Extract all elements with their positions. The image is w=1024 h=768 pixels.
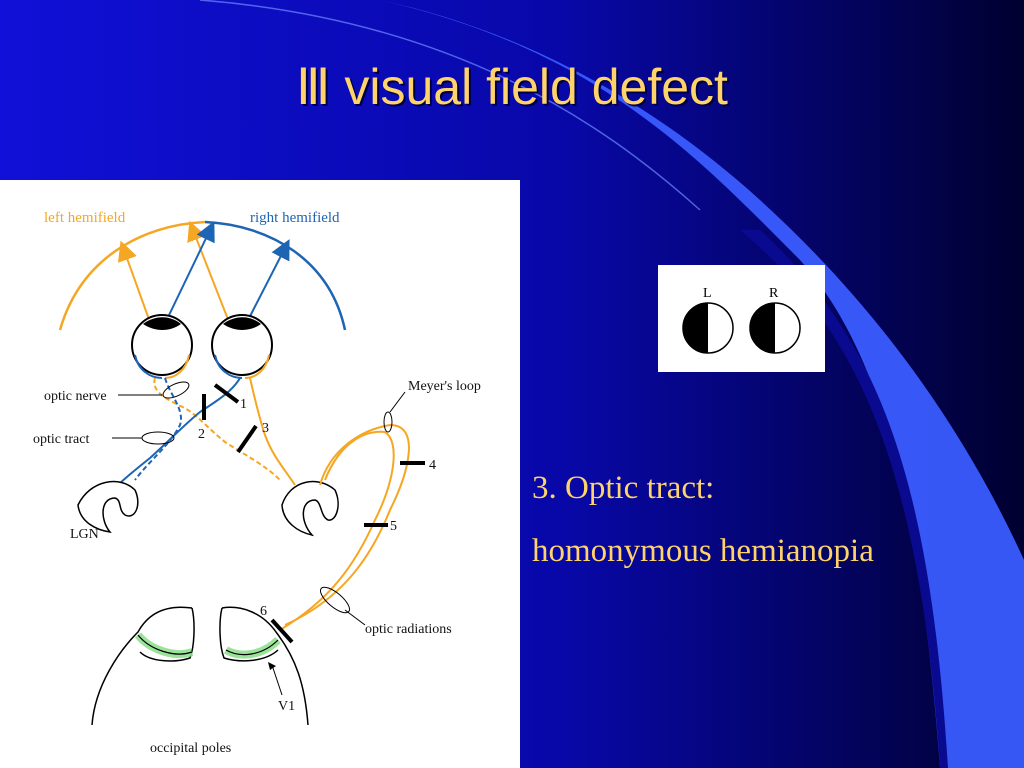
right-eye-temporal-fibers: [249, 377, 296, 486]
lesion-3-marker: [236, 424, 258, 454]
optic-nerve-marker: [162, 381, 190, 399]
v1-label: V1: [278, 699, 295, 714]
meyers-loop-label: Meyer's loop: [408, 379, 481, 394]
left-lgn-shape: [77, 480, 139, 534]
left-hemifield-label: left hemifield: [44, 210, 126, 226]
meyers-loop-marker: [383, 411, 393, 433]
lesion-3-label: 3: [262, 421, 269, 436]
lesion-5-label: 5: [390, 519, 397, 534]
left-calcarine-sulcus: [139, 607, 195, 662]
left-eye-globe: [131, 314, 193, 379]
lesion-6-marker: [270, 618, 294, 644]
right-v1-highlight: [224, 637, 281, 659]
caption-line-1: 3. Optic tract:: [532, 470, 715, 506]
optic-radiation-pathway: [279, 430, 395, 631]
lesion-6-label: 6: [260, 604, 267, 619]
visual-pathway-svg: left hemifield right hemifield: [33, 210, 481, 756]
right-occipital-pole: [221, 606, 309, 726]
optic-nerve-label: optic nerve: [44, 389, 107, 404]
lesion-4-label: 4: [429, 458, 436, 473]
lesion-2-label: 2: [198, 427, 205, 442]
optic-radiations-label: optic radiations: [365, 622, 452, 637]
optic-tract-marker: [141, 431, 175, 445]
v1-leader: [271, 664, 283, 696]
left-occipital-pole: [91, 606, 193, 726]
lgn-label: LGN: [70, 527, 99, 542]
visual-pathway-diagram: left hemifield right hemifield: [0, 180, 520, 768]
right-calcarine-sulcus: [219, 607, 279, 662]
occipital-poles-label: occipital poles: [150, 741, 231, 756]
visual-field-inset: L R: [658, 265, 825, 372]
left-eye-field-diagram: [682, 302, 734, 354]
left-eye-temporal-fibers: [134, 377, 182, 481]
left-v1-highlight: [134, 632, 194, 658]
right-hemifield-arc: [204, 220, 347, 331]
lesion-1-marker: [213, 383, 240, 404]
meyers-loop-leader: [389, 391, 406, 413]
left-eye-field-label: L: [703, 286, 712, 301]
right-eye-field-diagram: [749, 302, 801, 354]
lesion-1-label: 1: [240, 397, 247, 412]
optic-radiations-leader: [344, 609, 366, 626]
optic-radiations-marker: [319, 586, 351, 614]
right-eye-field-label: R: [769, 286, 779, 301]
right-eye-nasal-fibers: [117, 377, 241, 486]
slide-title: Ⅲ visual field defect: [296, 59, 728, 115]
right-lgn-shape: [281, 480, 339, 537]
left-hemifield-arc: [58, 220, 206, 331]
caption-line-2: homonymous hemianopia: [532, 533, 874, 569]
optic-tract-label: optic tract: [33, 432, 89, 447]
right-hemifield-label: right hemifield: [250, 210, 340, 226]
right-eye-globe: [211, 314, 273, 379]
